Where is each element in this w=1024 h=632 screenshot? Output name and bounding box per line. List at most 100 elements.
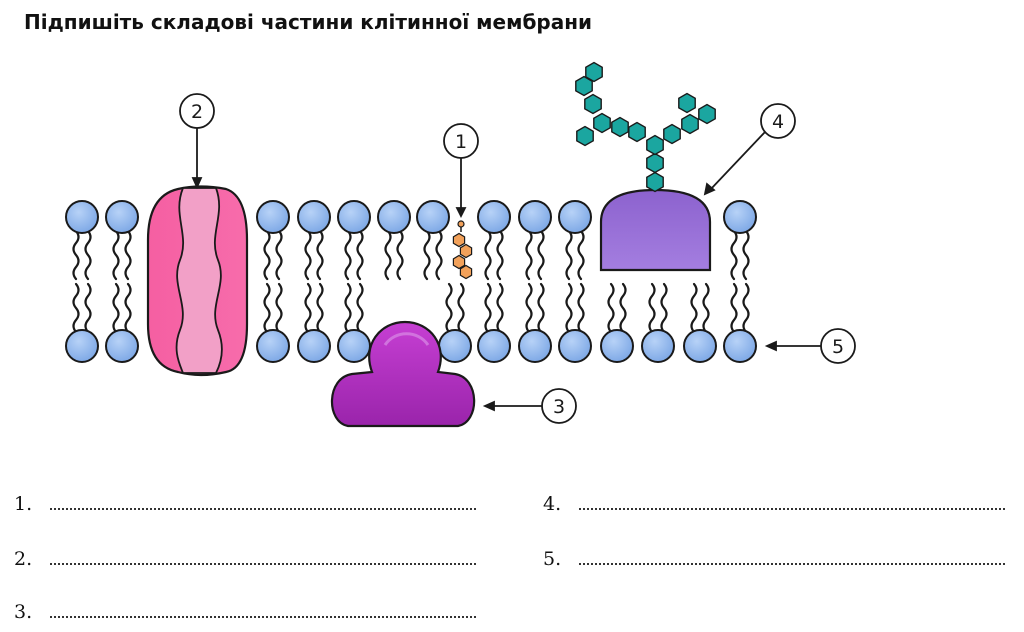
answer-blank[interactable] (50, 507, 476, 510)
lipid-tail (648, 282, 656, 334)
lipid-tail (275, 282, 283, 334)
lipid-tail (72, 282, 80, 334)
lipid-tail (356, 282, 364, 334)
callout-4 (703, 103, 796, 196)
answer-number: 5. (543, 548, 562, 570)
lipid-tail (484, 229, 492, 281)
phospholipid-head (337, 200, 371, 234)
lipid-tail (384, 229, 392, 281)
lipid-tail (304, 282, 312, 334)
lipid-tail (457, 282, 465, 334)
sugar-unit (663, 123, 681, 145)
phospholipid-head (65, 200, 99, 234)
lipid-tail (445, 282, 453, 334)
phospholipid-head (518, 200, 552, 234)
answer-line-3[interactable]: 3. (14, 601, 476, 623)
phospholipid-head (297, 329, 331, 363)
lipid-tail (396, 229, 404, 281)
answer-line-1[interactable]: 1. (14, 493, 476, 515)
phospholipid-head (297, 200, 331, 234)
lipid-tail (690, 282, 698, 334)
lipid-tail (730, 282, 738, 334)
phospholipid-head (558, 329, 592, 363)
phospholipid-head (518, 329, 552, 363)
lipid-tail (496, 229, 504, 281)
answer-blank[interactable] (579, 562, 1005, 565)
lipid-tail (484, 282, 492, 334)
phospholipid-head (105, 329, 139, 363)
cell-membrane-diagram: 1 2 3 4 5 (65, 61, 856, 428)
callout-2 (179, 93, 215, 190)
lipid-tail (84, 229, 92, 281)
sugar-unit (576, 125, 594, 147)
lipid-tail (742, 282, 750, 334)
callout-label-1: 1 (455, 131, 467, 153)
lipid-tail (344, 282, 352, 334)
callout-3 (482, 388, 577, 424)
lipid-tail (660, 282, 668, 334)
cholesterol (452, 220, 473, 280)
cholesterol-ring (452, 254, 466, 270)
sugar-unit (681, 113, 699, 135)
lipid-tail (72, 229, 80, 281)
phospholipid-head (105, 200, 139, 234)
lipid-tail (356, 229, 364, 281)
lipid-tail (112, 282, 120, 334)
lipid-tail (112, 229, 120, 281)
answer-number: 2. (14, 548, 33, 570)
callout-label-4: 4 (772, 111, 784, 133)
callout-label-5: 5 (832, 336, 844, 358)
lipid-tail (525, 229, 533, 281)
sugar-unit (584, 93, 602, 115)
lipid-tail (525, 282, 533, 334)
phospholipid-head (377, 200, 411, 234)
answer-blank[interactable] (50, 562, 476, 565)
glycoprotein (599, 188, 712, 272)
lipid-tail (316, 282, 324, 334)
lipid-tail (577, 229, 585, 281)
lipid-tail (742, 229, 750, 281)
sugar-unit (646, 134, 664, 156)
lipid-tail (730, 229, 738, 281)
phospholipid-head (256, 329, 290, 363)
phospholipid-head (256, 200, 290, 234)
phospholipid-head (416, 200, 450, 234)
phospholipid-head (723, 329, 757, 363)
phospholipid-head (723, 200, 757, 234)
sugar-unit (678, 92, 696, 114)
phospholipid-head (438, 329, 472, 363)
channel-protein (146, 185, 249, 377)
answer-line-2[interactable]: 2. (14, 548, 476, 570)
lipid-tails (72, 229, 750, 334)
answer-line-4[interactable]: 4. (543, 493, 1005, 515)
callout-label-3: 3 (553, 396, 565, 418)
lipid-tail (124, 282, 132, 334)
lipid-tail (124, 229, 132, 281)
cholesterol-ring (459, 264, 473, 280)
answer-number: 3. (14, 601, 33, 623)
answer-blank[interactable] (579, 507, 1005, 510)
lipid-tail (619, 282, 627, 334)
phospholipid-head (683, 329, 717, 363)
answer-line-5[interactable]: 5. (543, 548, 1005, 570)
phospholipid-head (600, 329, 634, 363)
sugar-unit (628, 121, 646, 143)
lipid-tail (565, 229, 573, 281)
carbohydrate-chain (575, 61, 716, 193)
lipid-tail (263, 282, 271, 334)
page-title: Підпишіть складові частини клітинної мем… (24, 10, 593, 34)
phospholipid-head (65, 329, 99, 363)
sugar-unit (698, 103, 716, 125)
phospholipid-head (477, 329, 511, 363)
phospholipid-head (641, 329, 675, 363)
peripheral-protein (330, 320, 476, 428)
sugar-unit (575, 75, 593, 97)
cholesterol-ring (452, 232, 466, 248)
answer-number: 4. (543, 493, 562, 515)
phospholipid-head (558, 200, 592, 234)
sugar-unit (593, 112, 611, 134)
lipid-tail (423, 229, 431, 281)
phospholipid-head (477, 200, 511, 234)
answer-blank[interactable] (50, 615, 476, 618)
callout-5 (764, 328, 856, 364)
